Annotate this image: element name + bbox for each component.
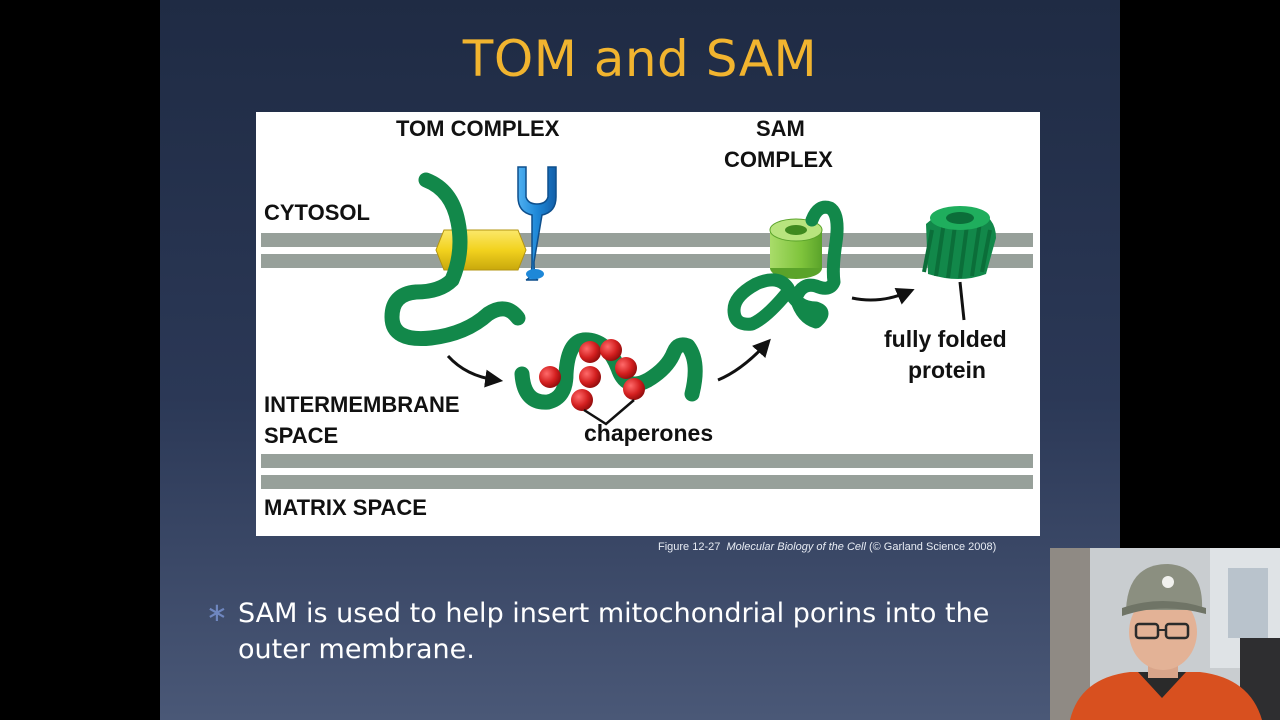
polypeptide-sam [727, 200, 844, 331]
label-sam-line1: SAM [756, 116, 805, 141]
chaperone-5 [615, 357, 637, 379]
outer-membrane-lower [261, 254, 1033, 268]
label-cytosol: CYTOSOL [264, 200, 370, 225]
figure-panel: TOM COMPLEX SAM COMPLEX CYTOSOL INTERMEM… [256, 112, 1040, 536]
inner-membrane-lower [261, 475, 1033, 489]
presenter-webcam [1050, 548, 1280, 720]
tom-receptor [517, 166, 557, 281]
arrow-chaperones-to-sam [717, 338, 771, 382]
arrow-sam-to-folded [851, 287, 915, 305]
chaperone-3 [539, 366, 561, 388]
caption-figure-number: Figure 12-27 [658, 541, 721, 553]
slide-title: TOM and SAM [462, 30, 818, 88]
polypeptide-tom [384, 172, 526, 347]
figure-diagram [261, 166, 1033, 489]
label-sam-line2: COMPLEX [724, 147, 833, 172]
chaperone-cluster [539, 339, 645, 411]
label-fully-folded: fully folded [884, 326, 1007, 352]
label-intermembrane-line2: SPACE [264, 423, 339, 448]
chaperone-7 [571, 389, 593, 411]
chaperone-4 [579, 366, 601, 388]
tom-complex-barrel [435, 229, 527, 271]
label-tom-complex: TOM COMPLEX [396, 116, 560, 141]
label-chaperones: chaperones [584, 420, 714, 446]
slide: TOM and SAM [160, 0, 1120, 720]
bullet-text: SAM is used to help insert mitochondrial… [238, 598, 990, 665]
outer-membrane-upper [261, 233, 1033, 247]
caption-book-title: Molecular Biology of the Cell [726, 541, 866, 553]
inner-membrane-upper [261, 454, 1033, 468]
bullet-marker-icon: ∗ [206, 598, 228, 628]
chaperone-pointer [583, 399, 635, 426]
chaperone-1 [579, 341, 601, 363]
folded-protein-pointer [958, 281, 966, 321]
arrow-tom-to-chaperones [446, 354, 504, 388]
sam-complex-barrel [769, 218, 823, 279]
chaperone-6 [623, 378, 645, 400]
label-matrix-space: MATRIX SPACE [264, 495, 427, 520]
caption-credit: (© Garland Science 2008) [868, 541, 997, 553]
label-protein: protein [908, 357, 986, 383]
label-intermembrane-line1: INTERMEMBRANE [264, 392, 460, 417]
figure-caption: Figure 12-27 Molecular Biology of the Ce… [658, 541, 996, 553]
webcam-image [1050, 548, 1280, 720]
chaperone-2 [600, 339, 622, 361]
folded-porin [922, 206, 996, 279]
